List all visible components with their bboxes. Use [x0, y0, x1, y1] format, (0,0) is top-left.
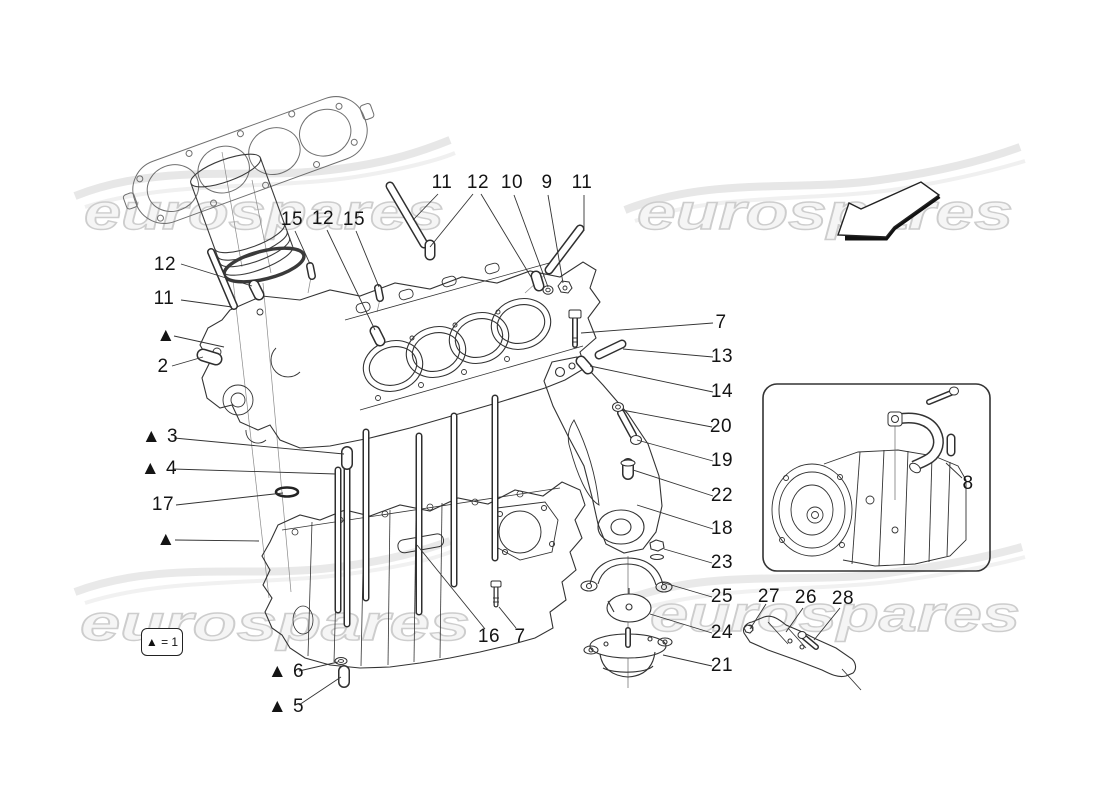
callout-triangle-a: ▲: [156, 325, 176, 346]
callout-19: 19: [710, 450, 734, 471]
callout-5: ▲ 5: [267, 696, 305, 717]
o-ring-17: [274, 486, 300, 498]
callout-13: 13: [710, 346, 734, 367]
oil-pipe-bracket-8: [887, 411, 944, 500]
callout-22: 22: [710, 485, 734, 506]
washer-6: [334, 657, 348, 665]
callout-12-b: 12: [311, 208, 335, 229]
callout-8: 8: [962, 473, 974, 494]
callout-16: 16: [477, 626, 501, 647]
mount-cap-24: [606, 588, 652, 623]
timing-flange: [496, 501, 559, 561]
legend-box: ▲ = 1: [141, 628, 183, 656]
callout-11-b: 11: [571, 172, 593, 193]
bolt-head-7a: [568, 309, 582, 319]
upper-crankcase: [199, 259, 601, 449]
callout-27: 27: [757, 586, 781, 607]
callout-12-a: 12: [466, 172, 490, 193]
studs-and-fasteners: [196, 181, 959, 688]
watermark-text-bottom-left: eurospares: [80, 595, 470, 651]
mount-strap-25: [580, 557, 673, 593]
washer-10: [542, 285, 554, 295]
callout-10: 10: [500, 172, 524, 193]
inset-box: [762, 383, 991, 572]
callout-26: 26: [794, 587, 818, 608]
callout-24: 24: [710, 622, 734, 643]
callout-20: 20: [709, 416, 733, 437]
cylinder-bores: [362, 298, 552, 392]
callout-18: 18: [710, 518, 734, 539]
grommet-flange-22: [620, 459, 636, 467]
washer-20: [612, 402, 624, 412]
callout-28: 28: [831, 588, 855, 609]
callout-4: ▲ 4: [140, 458, 178, 479]
callout-23: 23: [710, 552, 734, 573]
watermark-swooshes: [73, 136, 1026, 613]
callout-15-b: 15: [342, 209, 366, 230]
callout-25: 25: [710, 586, 734, 607]
callout-6: ▲ 6: [267, 661, 305, 682]
leader-lines: [171, 193, 963, 706]
inset-bolt-head: [949, 386, 959, 396]
callout-11-a: 11: [431, 172, 453, 193]
head-gasket: [122, 96, 375, 224]
construction-lines: [221, 151, 550, 599]
nut-9: [557, 280, 573, 294]
gearbox-drawing: [771, 449, 967, 567]
watermark-text-top-left: eurospares: [84, 184, 444, 240]
callout-9: 9: [541, 172, 553, 193]
callout-11-c: 11: [153, 288, 175, 309]
callout-7-b: 7: [514, 626, 526, 647]
bolt-head-7b: [490, 580, 502, 588]
callout-14: 14: [710, 381, 734, 402]
callout-3: ▲ 3: [141, 426, 179, 447]
engine-mount-bracket: [543, 356, 663, 554]
screw-head-28: [797, 631, 807, 639]
callout-7-a: 7: [715, 312, 727, 333]
mount-nut-23: [649, 539, 665, 561]
callout-2: 2: [157, 356, 169, 377]
watermark-text-top-right: eurospares: [637, 184, 1013, 240]
callout-12-c: 12: [153, 254, 177, 275]
callout-triangle-b: ▲: [156, 529, 176, 550]
callout-17: 17: [151, 494, 175, 515]
callout-21: 21: [710, 655, 734, 676]
bolt-head-19: [630, 435, 642, 445]
callout-15-a: 15: [280, 209, 304, 230]
liner-seal-ring: [222, 246, 306, 284]
direction-arrow: [837, 181, 941, 241]
